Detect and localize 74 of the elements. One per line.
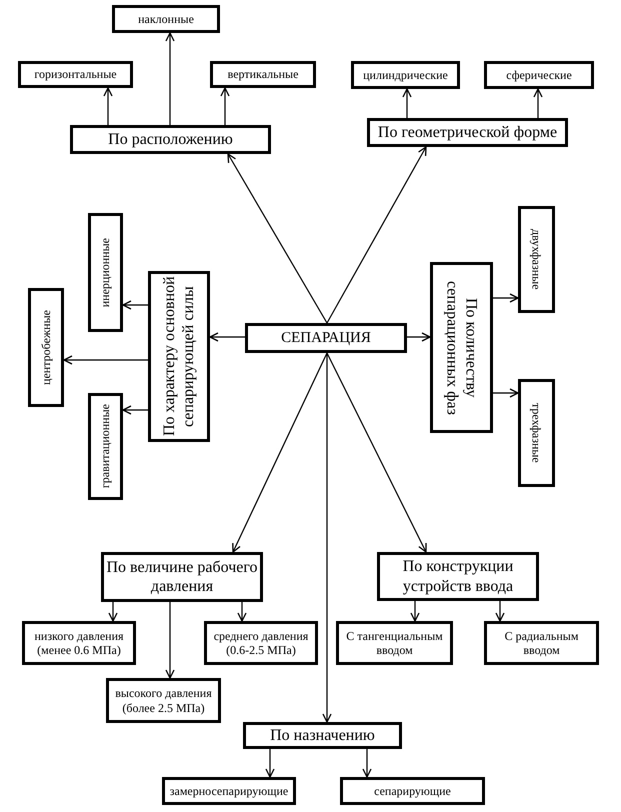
node-label: С радиальным вводом (504, 628, 580, 658)
leaf-box (88, 393, 123, 500)
arrow (122, 300, 148, 310)
arrow (165, 32, 175, 125)
leaf-box (162, 777, 296, 805)
node-label: По расположению (108, 130, 233, 150)
arrow (493, 388, 519, 398)
leaf-box (112, 5, 220, 33)
arrow (407, 332, 431, 342)
leaf-box (484, 621, 599, 665)
category-box (367, 118, 568, 147)
node-label: По характеру основной сепарирующей силы (160, 276, 198, 437)
arrow (209, 332, 245, 342)
node-label: цилиндрические (363, 68, 448, 82)
node-label: По назначению (270, 726, 375, 746)
category-box (243, 722, 402, 749)
category-box (430, 262, 493, 433)
node-label: инерционные (98, 238, 113, 308)
node-label: низкого давления (менее 0.6 МПа) (33, 628, 125, 658)
leaf-box (336, 621, 453, 665)
leaf-box (518, 206, 555, 313)
leaf-box (28, 288, 64, 407)
leaf-box (340, 777, 485, 805)
leaf-box (484, 61, 594, 89)
node-label: гравитационные (98, 404, 113, 489)
arrow (237, 602, 247, 622)
arrow (326, 146, 427, 324)
leaf-box (518, 379, 555, 487)
node-label: По количеству сепарационных фаз (442, 280, 481, 416)
leaf-box (22, 621, 136, 665)
leaf-box (18, 61, 133, 88)
node-label: трехфазные (529, 403, 544, 463)
arrow (265, 749, 275, 778)
root-box (245, 323, 407, 353)
node-label: С тангенциальным вводом (345, 628, 444, 658)
category-box (148, 271, 210, 442)
arrow (322, 353, 332, 723)
arrow (122, 405, 148, 415)
node-label: замерносепарирующие (170, 784, 288, 798)
arrow (402, 88, 412, 118)
category-box (70, 125, 271, 154)
node-label: среднего давления (0.6-2.5 МПа) (212, 628, 310, 658)
arrow (362, 749, 372, 778)
category-box (377, 552, 539, 601)
node-label: сферические (506, 68, 572, 82)
node-label: горизонтальные (34, 67, 117, 82)
arrow (232, 352, 328, 553)
arrow (495, 601, 505, 622)
arrow (227, 153, 328, 324)
node-label: центробежные (38, 310, 54, 385)
arrow (103, 87, 113, 125)
node-label: СЕПАРАЦИЯ (281, 329, 371, 347)
leaf-box (88, 213, 123, 332)
arrow (326, 352, 427, 553)
leaf-box (106, 678, 221, 723)
node-label: сепарирующие (374, 784, 451, 798)
leaf-box (204, 621, 318, 665)
arrow (410, 601, 420, 622)
leaf-box (351, 61, 460, 89)
node-label: По геометрической форме (378, 122, 558, 142)
arrow (220, 87, 230, 125)
node-label: наклонные (138, 12, 194, 26)
node-label: высокого давления (более 2.5 МПа) (114, 686, 213, 715)
node-label: По величине рабочего давления (106, 558, 258, 596)
node-label: По конструкции устройств ввода (402, 557, 514, 596)
leaf-box (210, 61, 316, 88)
arrow (493, 293, 519, 303)
node-label: двухфазные (529, 229, 544, 290)
node-label: вертикальные (228, 67, 298, 82)
category-box (101, 552, 263, 602)
arrow (533, 88, 543, 118)
arrow (108, 602, 118, 622)
arrow (165, 602, 175, 679)
arrow (63, 355, 148, 365)
